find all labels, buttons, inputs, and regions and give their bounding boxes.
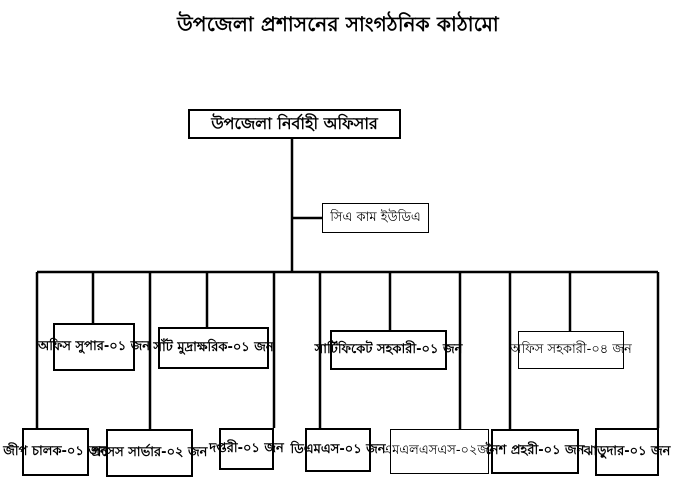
node-mlss: এমএলএসএস-০২জন: [382, 429, 497, 474]
node-daftari: দপ্তরী-০১ জন: [209, 428, 284, 470]
node-office-super: অফিস সুপার-০১ জন: [38, 323, 150, 371]
node-stenographer: সাঁট মুদ্রাক্ষরিক-০১ জন: [153, 327, 274, 369]
node-ca-cum-uda: সিএ কাম ইউডিএ: [322, 203, 429, 233]
node-certificate-assistant: সার্টিফিকেট সহকারী-০১ জন: [315, 330, 462, 370]
node-process-server: প্রসেস সার্ভার-০২ জন: [92, 429, 207, 477]
node-office-assistant: অফিস সহকারী-০৪ জন: [510, 331, 632, 369]
node-jeep-driver: জীপ চালক-০১ জন: [3, 428, 108, 476]
node-dmsb: ডিএমএস-০১ জন: [290, 428, 386, 472]
chart-title: উপজেলা প্রশাসনের সাংগঠনিক কাঠামো: [177, 12, 499, 36]
node-upazila-nirbahi-officer: উপজেলা নির্বাহী অফিসার: [188, 109, 401, 139]
node-night-guard: নৈশ প্রহরী-০১ জন: [486, 429, 584, 474]
node-sweeper: ঝাড়ুদার-০১ জন: [584, 428, 670, 476]
